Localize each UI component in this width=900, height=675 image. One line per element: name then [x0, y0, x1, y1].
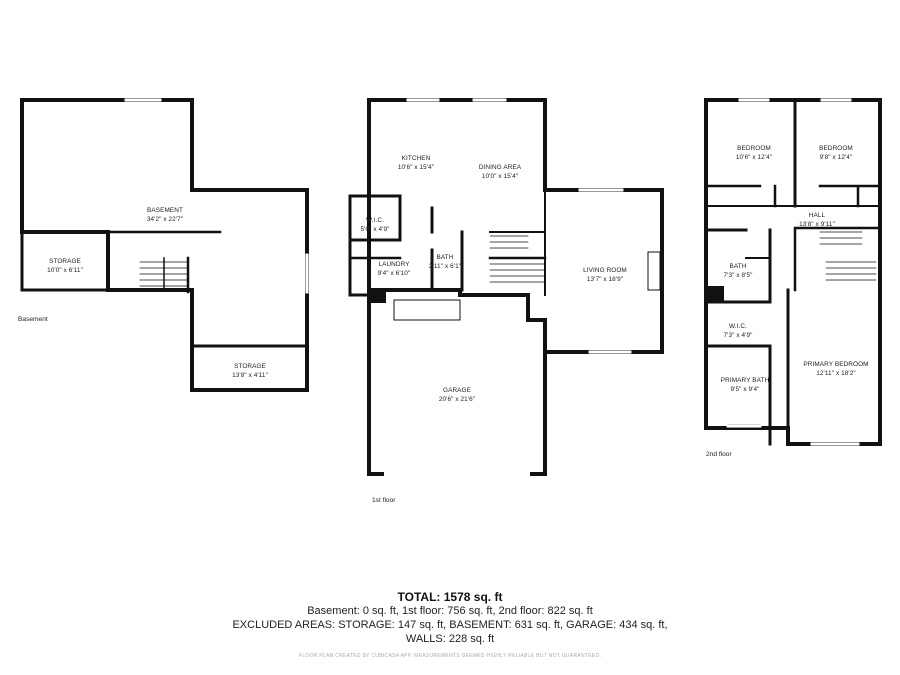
room-size: 10'6" x 15'4" — [398, 164, 434, 171]
floor-label: 1st floor — [372, 497, 396, 504]
second-floor-plan — [704, 98, 882, 446]
room-name: BATH — [730, 263, 747, 270]
room-name: STORAGE — [234, 363, 266, 370]
room-size: 10'0" x 6'11" — [47, 267, 83, 274]
room-name: PRIMARY BATH — [721, 377, 770, 384]
room-name: HALL — [809, 212, 826, 219]
room-size: 9'4" x 6'10" — [378, 270, 411, 277]
excluded-areas-line: EXCLUDED AREAS: STORAGE: 147 sq. ft, BAS… — [232, 619, 668, 631]
walls-area-line: WALLS: 228 sq. ft — [405, 633, 495, 645]
room-size: 34'2" x 22'7" — [147, 216, 183, 223]
room-name: W.I.C. — [729, 323, 747, 330]
room-name: PRIMARY BEDROOM — [803, 361, 868, 368]
room-size: 13'8" x 4'11" — [232, 372, 268, 379]
room-size: 10'0" x 15'4" — [482, 173, 518, 180]
room-name: LAUNDRY — [378, 261, 410, 268]
room-name: STORAGE — [49, 258, 81, 265]
room-name: W.I.C. — [366, 217, 384, 224]
room-size: 10'6" x 12'4" — [736, 154, 772, 161]
floor-label: 2nd floor — [706, 451, 732, 458]
room-name: BATH — [437, 254, 454, 261]
room-size: 9'5" x 9'4" — [730, 386, 759, 393]
room-name: BEDROOM — [819, 145, 853, 152]
room-name: BASEMENT — [147, 207, 183, 214]
total-area: TOTAL: 1578 sq. ft — [397, 590, 503, 604]
basement-plan — [20, 98, 309, 392]
room-name: LIVING ROOM — [583, 267, 627, 274]
floor-label: Basement — [18, 316, 48, 323]
room-name: BEDROOM — [737, 145, 771, 152]
room-size: 13'8" x 9'11" — [799, 221, 835, 228]
room-size: 2'11" x 6'1" — [429, 263, 461, 270]
room-size: 5'0" x 4'9" — [360, 226, 389, 233]
floor-plan: BASEMENT 34'2" x 22'7" STORAGE 10'0" x 6… — [18, 98, 882, 504]
room-size: 7'3" x 4'9" — [723, 332, 752, 339]
water-heater-icon — [370, 290, 386, 303]
room-name: KITCHEN — [402, 155, 431, 162]
first-floor-plan — [348, 98, 664, 476]
second-floor-labels: BEDROOM 10'6" x 12'4" BEDROOM 9'8" x 12'… — [706, 145, 868, 458]
room-size: 20'6" x 21'6" — [439, 396, 475, 403]
room-name: DINING AREA — [479, 164, 522, 171]
floor-areas-line: Basement: 0 sq. ft, 1st floor: 756 sq. f… — [307, 605, 593, 617]
plan-credit: FLOOR PLAN CREATED BY CUBICASA APP. MEAS… — [298, 653, 602, 659]
room-size: 9'8" x 12'4" — [820, 154, 853, 161]
room-size: 7'3" x 8'5" — [723, 272, 752, 279]
first-floor-labels: KITCHEN 10'6" x 15'4" DINING AREA 10'0" … — [360, 155, 626, 504]
room-name: GARAGE — [443, 387, 471, 394]
room-size: 13'7" x 18'9" — [587, 276, 623, 283]
utility-block-icon — [707, 286, 724, 302]
room-size: 12'11" x 18'2" — [816, 370, 856, 377]
basement-labels: BASEMENT 34'2" x 22'7" STORAGE 10'0" x 6… — [18, 207, 268, 379]
